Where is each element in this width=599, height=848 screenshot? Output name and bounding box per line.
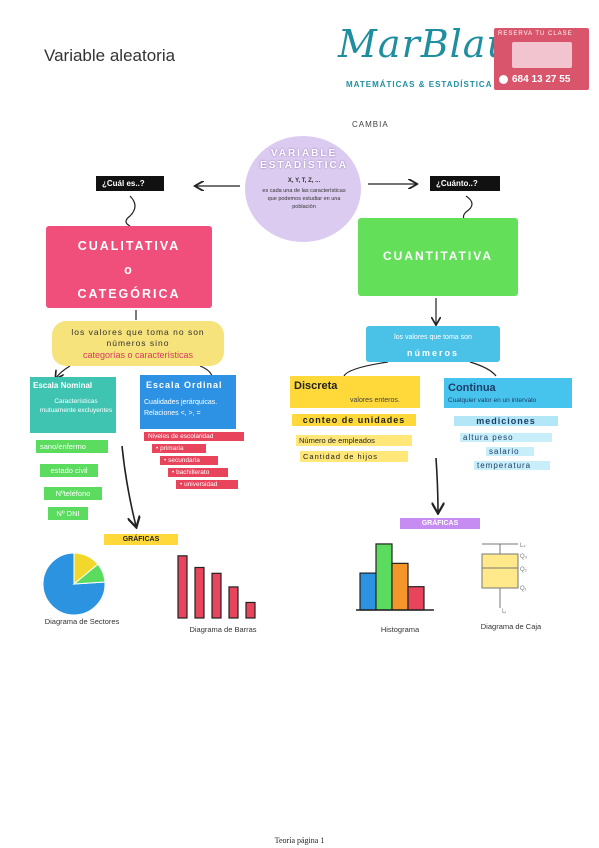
- question-cuanto: ¿Cuánto..?: [430, 176, 500, 191]
- ordinal-description: Cualidades jerárquicas. Relaciones <, >,…: [144, 397, 234, 419]
- nominal-example: Nºteléfono: [44, 487, 102, 500]
- nominal-description: Características mutuamente excluyentes: [39, 398, 113, 414]
- ordinal-description-line2: Relaciones <, >, =: [144, 410, 201, 417]
- ordinal-level: • secundaria: [160, 456, 218, 465]
- ordinal-level: • primaria: [152, 444, 206, 453]
- bar: [211, 572, 222, 619]
- box-plot: Lₛ Q₃ Q₂ Q₁ Lᵢ: [481, 543, 528, 615]
- central-variables: X, Y, T, Z, ...: [287, 178, 321, 184]
- cualitativa-title-line3: CATEGÓRICA: [77, 287, 181, 301]
- discreta-example: Número de empleados: [296, 435, 412, 446]
- bar: [245, 601, 256, 619]
- bar-chart: [177, 555, 256, 619]
- continua-example: temperatura: [474, 461, 550, 470]
- central-title: VARIABLE ESTADÍSTICA: [260, 148, 348, 171]
- nominal-title: Escala Nominal: [33, 381, 93, 390]
- nominal-example: estado civil: [40, 464, 98, 477]
- cuantitativa-definition-highlight: números: [406, 348, 459, 358]
- bar: [194, 566, 205, 619]
- booking-label: RESERVA TU CLASE: [498, 31, 573, 37]
- nominal-box: [30, 377, 116, 433]
- whatsapp-icon: [499, 75, 508, 84]
- box-label-q3: Q₃: [520, 554, 528, 560]
- booking-image: [512, 42, 572, 68]
- cualitativa-block: [46, 226, 212, 308]
- nominal-example: sano/enfermo: [36, 440, 108, 453]
- caption-sectores: Diagrama de Sectores: [44, 617, 120, 626]
- histogram-bar: [391, 562, 409, 611]
- discreta-description: valores enteros.: [350, 397, 400, 404]
- ordinal-level: • bachillerato: [168, 468, 228, 477]
- caption-histograma: Histograma: [380, 625, 420, 634]
- cuantitativa-definition-box: [366, 326, 500, 362]
- discreta-title: Discreta: [294, 380, 338, 392]
- cualitativa-definition-box: [52, 321, 224, 366]
- continua-box: [444, 378, 572, 408]
- line-continua: [469, 361, 497, 377]
- arrow-graficas-left: [121, 445, 136, 526]
- pie-chart: [42, 552, 106, 616]
- histogram-bar: [375, 543, 393, 611]
- graficas-label-left: GRÁFICAS: [104, 534, 178, 545]
- bar: [228, 586, 239, 619]
- ordinal-title: Escala Ordinal: [146, 380, 223, 390]
- continua-subtitle: mediciones: [454, 416, 558, 426]
- brand-subtitle: MATEMÁTICAS & ESTADÍSTICA: [346, 80, 493, 89]
- nominal-example: Nº DNI: [48, 507, 88, 520]
- continua-example: salario: [486, 447, 534, 456]
- box-label-q2: Q₂: [520, 567, 528, 573]
- box-label-q1: Q₁: [520, 586, 527, 592]
- curl-left: [125, 195, 136, 227]
- histogram-bar: [407, 586, 425, 611]
- cambia-label: CAMBIA: [352, 120, 389, 129]
- box-body: [481, 553, 519, 589]
- continua-title: Continua: [448, 382, 496, 394]
- box-label-bottom: Lᵢ: [502, 609, 506, 615]
- pie-slice: [72, 563, 106, 585]
- discreta-example: Cantidad de hijos: [300, 451, 408, 462]
- caption-barras: Diagrama de Barras: [189, 625, 257, 634]
- continua-example: altura peso: [460, 433, 552, 442]
- ordinal-level: • universidad: [176, 480, 238, 489]
- cualitativa-title-line1: CUALITATIVA: [77, 239, 181, 253]
- cualitativa-definition-highlight: categorías o características: [82, 350, 194, 360]
- box-label-top: Lₛ: [520, 543, 526, 549]
- bar: [177, 555, 188, 619]
- ordinal-list-head: Niveles de escolaridad: [144, 432, 244, 441]
- caption-caja: Diagrama de Caja: [480, 622, 542, 631]
- cuantitativa-block: [358, 218, 518, 296]
- brand-logo: MarBlau: [338, 22, 512, 66]
- line-discreta: [343, 361, 389, 377]
- cualitativa-title: CUALITATIVA o CATEGÓRICA: [52, 234, 206, 306]
- histogram-chart: [356, 543, 434, 611]
- histogram-bar: [359, 572, 377, 611]
- central-node: [245, 136, 361, 242]
- question-cual: ¿Cuál es..?: [96, 176, 164, 191]
- page-footer: Teoría página 1: [274, 836, 325, 845]
- discreta-box: [290, 376, 420, 408]
- central-description: es cada una de las características que p…: [262, 188, 346, 210]
- cuantitativa-definition: los valores que toma son: [394, 334, 472, 341]
- cuantitativa-title: CUANTITATIVA: [383, 249, 493, 263]
- ordinal-box: [140, 375, 236, 429]
- graficas-label-right: GRÁFICAS: [400, 518, 480, 529]
- arrow-graficas-right: [436, 457, 438, 512]
- continua-description: Cualquier valor en un intervalo: [448, 397, 537, 404]
- discreta-subtitle: conteo de unidades: [292, 414, 416, 426]
- ordinal-description-line1: Cualidades jerárquicas.: [144, 399, 218, 406]
- cualitativa-title-line2: o: [124, 263, 134, 277]
- cualitativa-definition: los valores que toma no son números sino: [71, 327, 205, 348]
- page-title: Variable aleatoria: [44, 46, 176, 65]
- booking-phone[interactable]: 684 13 27 55: [512, 74, 571, 85]
